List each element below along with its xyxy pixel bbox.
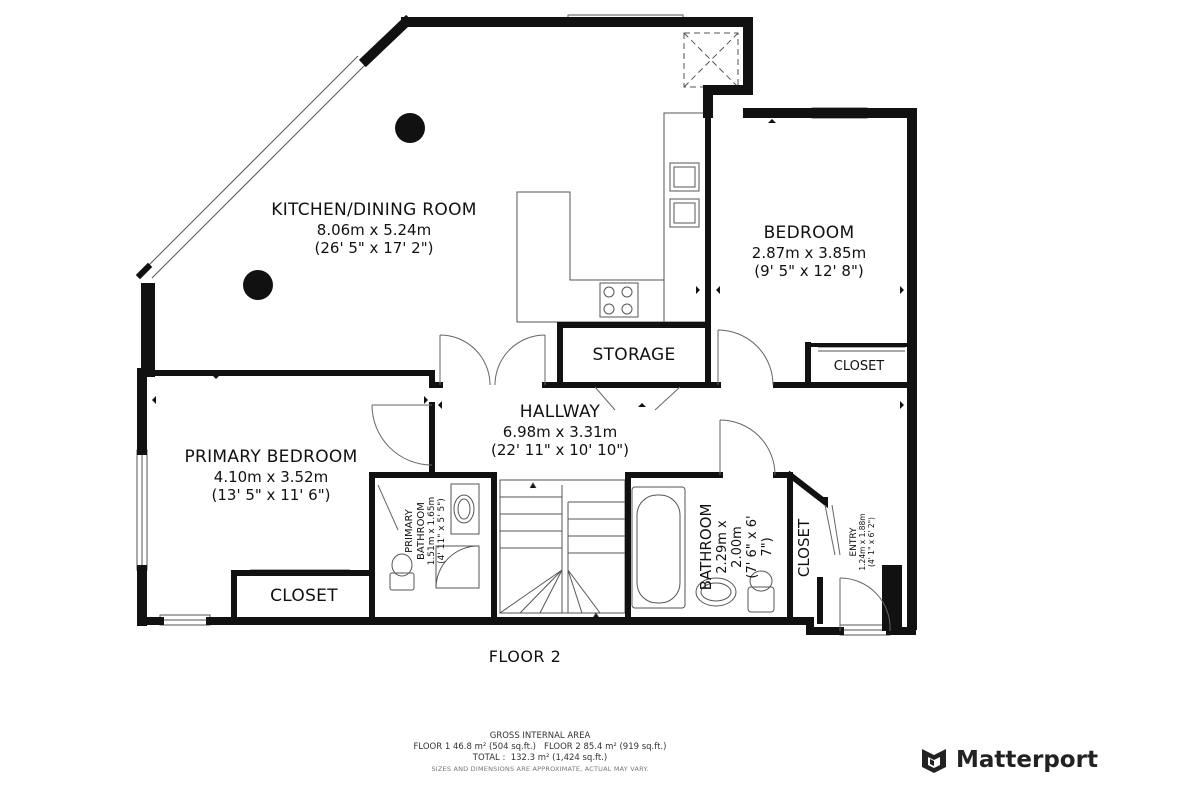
room-name: KITCHEN/DINING ROOM [271,200,477,220]
brand-name: Matterport [956,747,1098,773]
floor-label: FLOOR 2 [488,647,562,666]
matterport-logo-icon [922,749,946,773]
room-dimension-metric: 4.10m x 3.52m [213,467,329,486]
room-dimension-metric-2: 2.00m [730,526,745,568]
room-label-closet-primary: CLOSET [240,586,368,607]
room-dimension-metric: 8.06m x 5.24m [316,220,432,239]
room-label-primary-bedroom: PRIMARY BEDROOM 4.10m x 3.52m (13' 5" x … [166,447,376,504]
sink-icon [453,494,475,524]
room-dimension-imperial: (22' 11" x 10' 10") [490,441,630,460]
area-floors: FLOOR 1 46.8 m² (504 sq.ft.) FLOOR 2 85.… [413,742,667,752]
dimension-markers [152,119,904,409]
room-label-closet-hall: CLOSET [795,503,815,593]
room-name: CLOSET [833,359,885,374]
kitchen-island [516,191,665,323]
area-disclaimer: SIZES AND DIMENSIONS ARE APPROXIMATE, AC… [431,765,649,773]
sink-icon [669,162,700,192]
room-name: BATHROOM [697,503,715,591]
bathtub [631,486,686,609]
room-dimension-metric: 2.87m x 3.85m [751,243,867,262]
brand-logo: Matterport [920,744,1098,776]
gross-internal-area: GROSS INTERNAL AREA FLOOR 1 46.8 m² (504… [340,731,740,775]
toilet-icon [747,586,775,613]
pendant-light-icon [395,113,425,143]
room-dimension-metric: 1.51m x 1.65m [427,496,437,566]
sink-icon [669,198,700,228]
room-label-storage: STORAGE [566,345,702,366]
room-dimension-imperial: (26' 5" x 17' 2") [314,239,434,258]
room-dimension-imperial: (7' 6" x 6' [745,515,760,579]
room-label-entry: ENTRY 1.24m x 1.88m (4' 1" x 6' 2") [849,502,883,582]
room-dimension-imperial: (4' 11" x 5' 5") [437,498,448,564]
area-total: TOTAL : 132.3 m² (1,424 sq.ft.) [472,753,608,763]
room-dimension-metric: 2.29m x [715,520,730,574]
room-label-hallway: HALLWAY 6.98m x 3.31m (22' 11" x 10' 10"… [470,402,650,459]
doors [371,329,891,632]
room-name: CLOSET [270,586,338,606]
room-name: BEDROOM [763,223,855,243]
room-label-kitchen: KITCHEN/DINING ROOM 8.06m x 5.24m (26' 5… [246,200,502,257]
room-dimension-imperial: (4' 1" x 6' 2") [866,517,876,567]
room-dimension-metric: 6.98m x 3.31m [502,422,618,441]
room-label-bathroom: BATHROOM 2.29m x 2.00m (7' 6" x 6' 7") [697,487,775,607]
room-dimension-imperial: (13' 5" x 11' 6") [211,486,331,505]
room-name: PRIMARY BEDROOM [184,447,358,467]
room-dimension-imperial: (9' 5" x 12' 8") [754,262,864,281]
sink-icon [695,577,737,607]
walls [135,14,917,635]
room-name: HALLWAY [519,402,601,422]
room-label-closet-bedroom: CLOSET [812,359,906,375]
room-name-line1: PRIMARY [404,509,415,553]
shower-icon [435,545,480,589]
pendant-light-icon [243,270,273,300]
toilet-icon [389,572,415,591]
room-dimension-imperial-2: 7") [760,537,775,557]
room-label-primary-bathroom: PRIMARY BATHROOM 1.51m x 1.65m (4' 11" x… [404,476,450,586]
cooktop-icon [599,282,639,318]
room-name: STORAGE [592,345,676,365]
room-name-line2: BATHROOM [415,502,427,560]
area-title: GROSS INTERNAL AREA [489,731,591,741]
vanity [450,483,480,535]
room-name: CLOSET [795,518,813,578]
room-label-bedroom: BEDROOM 2.87m x 3.85m (9' 5" x 12' 8") [728,223,890,280]
